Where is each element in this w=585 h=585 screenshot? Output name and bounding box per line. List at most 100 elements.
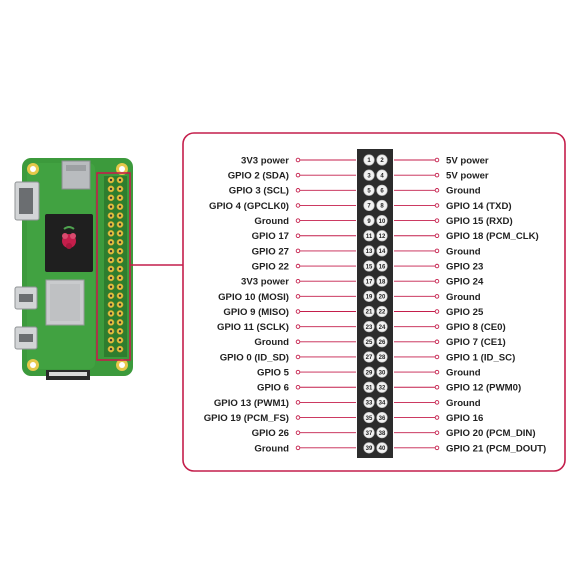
pin-31 bbox=[363, 381, 375, 393]
board-gpio-highlight bbox=[96, 172, 131, 361]
pin-19 bbox=[363, 290, 375, 302]
pin-number: 4 bbox=[380, 173, 384, 179]
board-pin-hole bbox=[118, 339, 122, 342]
pin-3 bbox=[363, 169, 375, 181]
board-pin-hole bbox=[118, 312, 122, 315]
leader-dot-icon bbox=[434, 233, 440, 238]
pin-29 bbox=[363, 366, 375, 378]
pin-33 bbox=[363, 396, 375, 409]
pin-label-left: GPIO 13 (PWM1) bbox=[214, 398, 289, 409]
pin-label-right: 5V power bbox=[446, 155, 489, 166]
pin-number: 33 bbox=[366, 401, 373, 407]
leader-dot-icon bbox=[434, 278, 440, 284]
pin-label-left: 3V3 power bbox=[241, 277, 289, 288]
leader-dot-icon bbox=[295, 415, 301, 420]
pin-label-left: 3V3 power bbox=[241, 155, 289, 166]
leader-dot-icon bbox=[295, 233, 301, 238]
board-pin-hole bbox=[118, 321, 122, 324]
pin-label-right: Ground bbox=[446, 368, 481, 379]
pin-number: 10 bbox=[379, 219, 386, 225]
board-pin-hole bbox=[109, 303, 113, 306]
pin-label-left: GPIO 19 (PCM_FS) bbox=[204, 413, 289, 424]
pin-number: 18 bbox=[379, 279, 386, 285]
mounting-hole-icon bbox=[116, 163, 128, 175]
pin-number: 12 bbox=[379, 234, 386, 240]
board-pin-hole bbox=[118, 258, 122, 262]
leader-dot-icon bbox=[295, 294, 301, 299]
board-pin-hole bbox=[109, 250, 113, 253]
pin-number: 6 bbox=[380, 189, 384, 195]
pin-label-right: 5V power bbox=[446, 171, 489, 182]
board-pin-hole bbox=[118, 276, 122, 280]
pin-label-left: GPIO 10 (MOSI) bbox=[218, 292, 289, 303]
pin-32 bbox=[376, 381, 388, 393]
pin-label-left: Ground bbox=[254, 443, 289, 454]
pin-number: 23 bbox=[366, 325, 373, 331]
pin-number: 25 bbox=[366, 340, 373, 346]
pin-number: 36 bbox=[379, 416, 386, 422]
pin-37 bbox=[363, 427, 375, 439]
pin-number: 15 bbox=[366, 264, 373, 270]
pin-5 bbox=[363, 184, 375, 196]
pin-22 bbox=[376, 305, 388, 318]
leader-dot-icon bbox=[295, 188, 301, 193]
pin-label-right: Ground bbox=[446, 186, 481, 197]
board-pin-hole bbox=[109, 178, 113, 182]
pin-14 bbox=[376, 245, 388, 257]
pin-number: 26 bbox=[379, 340, 386, 346]
pin-number: 1 bbox=[367, 158, 371, 164]
pin-18 bbox=[376, 275, 388, 287]
pin-label-left: Ground bbox=[254, 337, 289, 348]
board-pin-hole bbox=[118, 267, 122, 271]
leader-dot-icon bbox=[434, 248, 440, 254]
board-pin-hole bbox=[118, 232, 122, 235]
pin-9 bbox=[363, 215, 375, 227]
board-pin-hole bbox=[118, 205, 122, 208]
pin-label-left: GPIO 6 bbox=[257, 383, 289, 394]
pin-13 bbox=[363, 245, 375, 257]
pin-number: 29 bbox=[366, 370, 373, 376]
board-pin-hole bbox=[109, 214, 113, 217]
leader-dot-icon bbox=[295, 248, 301, 254]
pin-label-right: GPIO 21 (PCM_DOUT) bbox=[446, 443, 546, 454]
pin-number: 35 bbox=[366, 416, 373, 422]
pin-label-right: GPIO 20 (PCM_DIN) bbox=[446, 428, 536, 439]
board-pin-hole bbox=[118, 347, 122, 351]
board-pin-hole bbox=[118, 214, 122, 217]
board-pin-hole bbox=[109, 258, 113, 262]
leader-dot-icon bbox=[434, 339, 440, 345]
board-pin-hole bbox=[109, 196, 113, 199]
pin-number: 8 bbox=[380, 204, 384, 210]
board-pin-hole bbox=[109, 232, 113, 235]
pin-25 bbox=[363, 336, 375, 348]
pin-label-right: GPIO 24 bbox=[446, 277, 484, 288]
pin-number: 14 bbox=[379, 249, 386, 255]
pin-10 bbox=[376, 215, 388, 227]
gpio-header-body bbox=[357, 149, 393, 458]
pin-label-right: GPIO 8 (CE0) bbox=[446, 322, 506, 333]
leader-dot-icon bbox=[295, 430, 301, 435]
leader-dot-icon bbox=[295, 157, 301, 163]
pin-label-right: GPIO 16 bbox=[446, 413, 483, 424]
pin-label-right: GPIO 25 bbox=[446, 307, 484, 318]
pin-36 bbox=[376, 411, 388, 424]
leader-dot-icon bbox=[434, 157, 440, 163]
pin-number: 28 bbox=[379, 355, 386, 361]
pin-16 bbox=[376, 260, 388, 272]
pin-7 bbox=[363, 199, 375, 212]
board-pin-hole bbox=[118, 330, 122, 333]
mounting-hole-icon bbox=[27, 359, 39, 371]
pin-17 bbox=[363, 275, 375, 287]
leader-dot-icon bbox=[295, 218, 301, 223]
board-pin-hole bbox=[109, 241, 113, 244]
pin-number: 39 bbox=[366, 446, 373, 452]
board-pin-hole bbox=[109, 294, 113, 297]
pin-number: 7 bbox=[367, 204, 371, 210]
pin-number: 20 bbox=[379, 295, 386, 301]
pin-label-right: Ground bbox=[446, 246, 481, 257]
leader-dot-icon bbox=[434, 172, 440, 178]
pin-label-right: GPIO 15 (RXD) bbox=[446, 216, 513, 227]
leader-dot-icon bbox=[434, 218, 440, 223]
pin-label-right: GPIO 12 (PWM0) bbox=[446, 383, 521, 394]
